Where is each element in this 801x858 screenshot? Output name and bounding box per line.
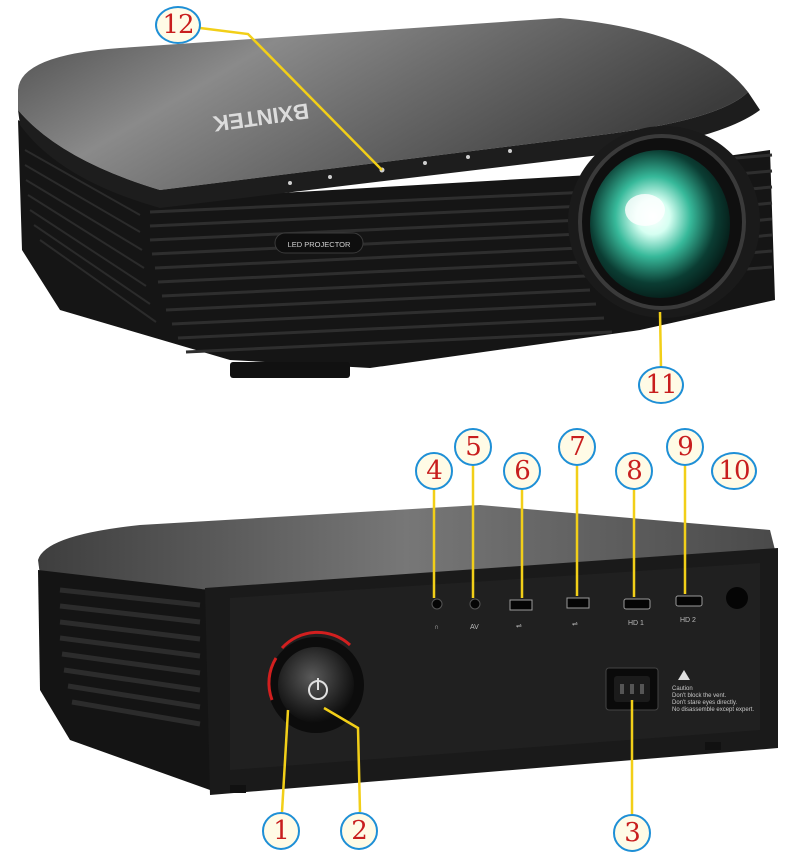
projector-front-view: BXINTEK LED PROJECTOR [18, 18, 775, 378]
caution-line-1: Don't block the vent. [672, 693, 727, 699]
av-label: AV [470, 624, 479, 631]
ac-power-socket[interactable] [605, 667, 659, 711]
control-button[interactable] [466, 155, 470, 159]
callout-10: 10 [711, 452, 757, 490]
front-badge [274, 232, 364, 254]
usb-port-1[interactable] [509, 599, 533, 611]
leader-line-11 [658, 311, 663, 369]
callout-11: 11 [638, 366, 684, 404]
hdmi-port-2[interactable] [675, 595, 703, 607]
hdmi-2-label: HD 2 [680, 617, 696, 624]
front-vent-ribs [149, 190, 613, 354]
front-badge-text: LED PROJECTOR [288, 240, 351, 249]
av-jack[interactable] [469, 598, 481, 610]
control-button[interactable] [508, 149, 512, 153]
callout-3: 3 [613, 814, 651, 852]
rear-ports [431, 587, 748, 611]
callout-8: 8 [615, 452, 653, 490]
callout-6: 6 [503, 452, 541, 490]
leader-line-2 [323, 706, 362, 813]
side-vent-ribs [24, 149, 157, 323]
callout-2: 2 [340, 812, 378, 850]
power-focus-knob[interactable] [267, 630, 364, 733]
control-button[interactable] [328, 175, 332, 179]
warning-icon [678, 670, 690, 680]
hdmi-port-1[interactable] [623, 598, 651, 610]
callout-1: 1 [262, 812, 300, 850]
projector-rear-view [38, 505, 778, 795]
front-foot [230, 362, 350, 378]
caution-title: Caution [672, 686, 693, 692]
callout-5: 5 [454, 428, 492, 466]
headphone-label: ∩ [434, 624, 440, 631]
rear-foot [230, 785, 246, 793]
top-panel [18, 18, 748, 190]
callout-12: 12 [155, 6, 201, 44]
control-button[interactable] [288, 181, 292, 185]
leader-line-1 [280, 709, 290, 813]
rear-inner-panel [230, 563, 760, 770]
caution-line-3: No disassemble except expert. [672, 707, 755, 713]
rear-foot [705, 742, 721, 750]
rear-top-panel [38, 505, 775, 590]
ir-sensor [726, 587, 748, 609]
usb-1-label: ⇌ [516, 623, 522, 630]
callout-9: 9 [666, 428, 704, 466]
rear-side-vents [59, 587, 201, 727]
usb-port-2[interactable] [566, 597, 590, 609]
caution-line-2: Don't stare eyes directly. [672, 700, 738, 706]
leader-line-12 [199, 26, 383, 171]
control-button[interactable] [423, 161, 427, 165]
top-control-buttons [288, 149, 512, 185]
headphone-jack[interactable] [431, 598, 443, 610]
callout-4: 4 [415, 452, 453, 490]
caution-label: Caution Don't block the vent. Don't star… [672, 686, 754, 714]
projection-lens [568, 126, 760, 318]
callout-7: 7 [558, 428, 596, 466]
usb-2-label: ⇌ [572, 621, 578, 628]
leader-lines [199, 26, 687, 814]
hdmi-1-label: HD 1 [628, 620, 644, 627]
